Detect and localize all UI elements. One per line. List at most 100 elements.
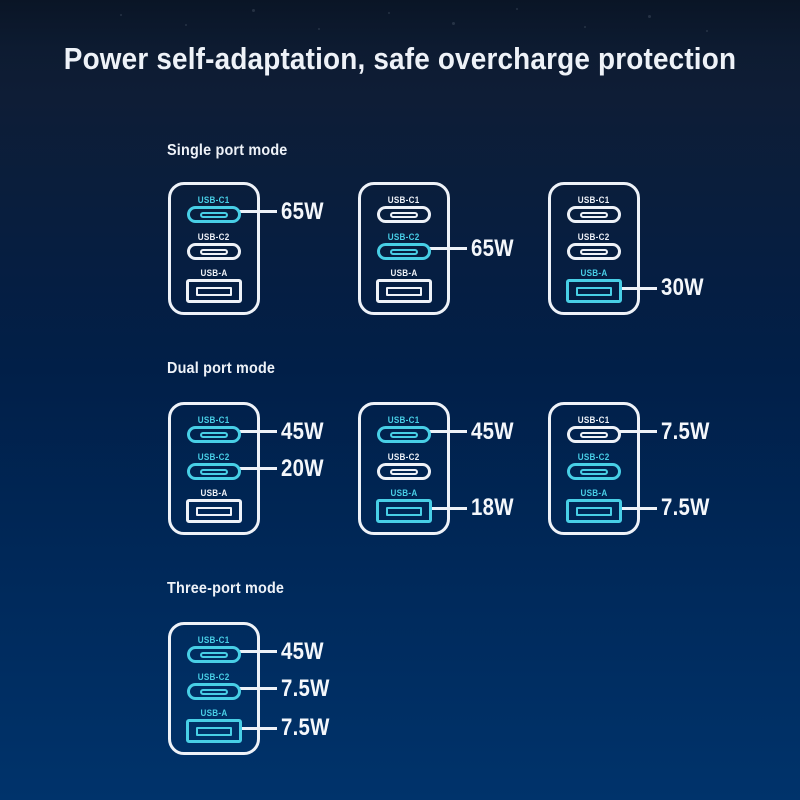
sparkle-dot [185,24,187,26]
watt-connector-line [239,726,277,730]
watt-label: 7.5W [281,714,330,741]
port-label: USB-C1 [578,415,610,425]
sparkle-dot [516,8,518,10]
port-pin [200,688,228,695]
port-pin [580,431,608,438]
watt-label: 45W [281,417,324,445]
usb-c2-port-icon [567,463,621,480]
section-label-three-port-mode: Three-port mode [167,580,285,597]
sparkle-dot [252,9,255,12]
port-group: USB-C1 [377,415,431,443]
port-label: USB-C2 [198,672,230,682]
port-group: USB-C2 [187,672,241,700]
port-label: USB-C2 [388,232,420,242]
port-label: USB-A [580,488,608,498]
watt-label: 18W [471,494,514,521]
usb-c2-port-icon [187,243,241,260]
port-label: USB-A [200,268,228,278]
page-title: Power self-adaptation, safe overcharge p… [63,41,737,76]
usb-a-port-icon [566,279,622,303]
usb-c2-port-icon [567,243,621,260]
port-pin [576,506,612,516]
port-label: USB-C2 [198,232,230,242]
watt-connector-line [429,430,467,433]
watt-connector-line [619,506,657,510]
port-label: USB-C1 [388,415,420,425]
usb-c1-port-icon [377,426,431,443]
usb-c2-port-icon [187,463,241,480]
port-pin [576,286,612,296]
watt-label: 45W [471,417,514,445]
usb-a-port-icon [376,499,432,523]
watt-label: 45W [281,637,324,665]
port-group: USB-C2 [187,232,241,260]
watt-label: 7.5W [281,674,330,702]
port-pin [386,506,422,516]
port-pin [580,248,608,255]
port-label: USB-C1 [578,195,610,205]
port-group: USB-C1 [187,415,241,443]
port-group: USB-C1 [187,195,241,223]
port-pin [390,211,418,218]
port-pin [580,211,608,218]
sparkle-dot [388,12,390,14]
port-pin [196,726,232,736]
port-pin [390,431,418,438]
port-label: USB-A [200,708,228,718]
port-group: USB-A [566,268,622,303]
watt-label: 7.5W [661,494,710,521]
section-label-single-port-mode: Single port mode [167,142,288,159]
watt-label: 65W [281,197,324,225]
usb-c1-port-icon [377,206,431,223]
port-group: USB-C1 [567,195,621,223]
watt-label: 7.5W [661,417,710,445]
port-label: USB-C2 [578,232,610,242]
port-group: USB-A [186,708,242,743]
port-pin [386,286,422,296]
port-group: USB-A [186,488,242,523]
port-pin [200,651,228,658]
port-label: USB-C2 [388,452,420,462]
watt-label: 20W [281,454,324,482]
port-label: USB-C1 [198,415,230,425]
usb-c1-port-icon [187,206,241,223]
port-group: USB-C2 [377,232,431,260]
port-group: USB-A [566,488,622,523]
sparkle-dot [452,22,455,25]
port-label: USB-A [390,268,418,278]
port-group: USB-A [376,488,432,523]
port-pin [390,248,418,255]
port-group: USB-A [376,268,432,303]
port-group: USB-C1 [377,195,431,223]
port-pin [196,506,232,516]
watt-connector-line [239,650,277,653]
usb-c1-port-icon [567,426,621,443]
usb-c2-port-icon [377,463,431,480]
port-group: USB-C1 [567,415,621,443]
usb-c1-port-icon [187,426,241,443]
port-label: USB-C1 [198,635,230,645]
port-label: USB-A [390,488,418,498]
sparkle-dot [584,26,586,28]
port-group: USB-A [186,268,242,303]
usb-a-port-icon [186,499,242,523]
port-group: USB-C2 [567,232,621,260]
port-group: USB-C2 [187,452,241,480]
port-pin [200,248,228,255]
usb-a-port-icon [186,719,242,743]
watt-connector-line [239,687,277,690]
